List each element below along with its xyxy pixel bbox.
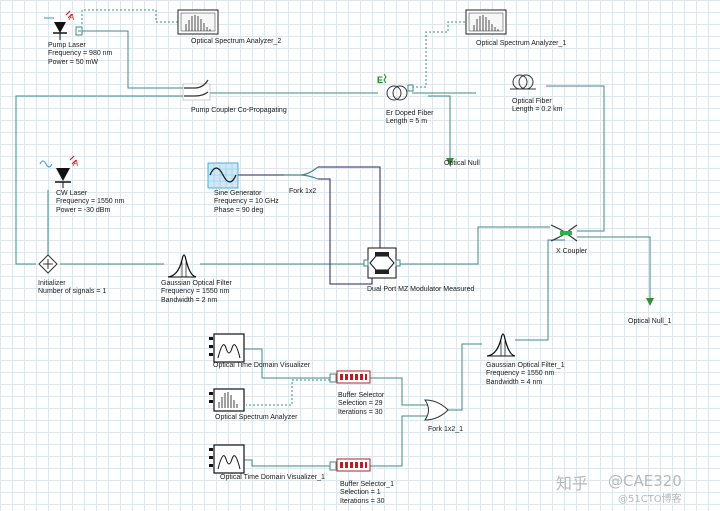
wire-buffer-to-otdv [244, 348, 330, 379]
pump-coupler-label[interactable]: Pump Coupler Co-Propagating [191, 107, 287, 114]
mz-modulator-icon [363, 247, 401, 279]
buffer-selector-1-label[interactable]: Buffer Selector_1 Selection = 1 Iteratio… [340, 481, 394, 505]
optical-null-label[interactable]: Optical Null [444, 160, 480, 167]
initializer-label[interactable]: Initializer Number of signals = 1 [38, 280, 107, 296]
osa1-icon [465, 9, 507, 35]
wire-fork-to-mz-a [318, 166, 381, 248]
osa-icon [209, 388, 245, 412]
wire-xcoupler-to-null1 [577, 236, 651, 298]
er-fiber-icon: E [377, 73, 414, 101]
otdv-icon [209, 333, 245, 363]
watermark-brand: 知乎 [556, 474, 589, 493]
buffer-selector-1-icon [329, 458, 371, 472]
monitor-buffer-to-osa [246, 379, 330, 406]
monitor-pump-to-osa2 [81, 9, 178, 24]
watermark-blog: @51CTO博客 [618, 494, 682, 505]
initializer-icon [38, 254, 58, 274]
otdv-label[interactable]: Optical Time Domain Visualizer [213, 362, 311, 369]
optical-fiber-label[interactable]: Optical Fiber Length = 0.2 km [512, 98, 563, 114]
fork-1x2-label[interactable]: Fork 1x2 [289, 188, 317, 195]
gaussian-filter-1-icon [486, 333, 516, 357]
pump-laser-icon: A [44, 10, 83, 40]
pump-laser-label[interactable]: Pump Laser Frequency = 980 nm Power = 50… [48, 42, 113, 66]
osa2-icon [177, 9, 219, 35]
wire-optfiber-to-xcoupler [546, 85, 605, 232]
x-coupler-icon [550, 224, 578, 242]
optical-null-1-icon [646, 298, 654, 306]
gaussian-filter-icon [167, 254, 197, 278]
monitor-erfiber-to-osa1 [412, 21, 466, 88]
gaussian-filter-label[interactable]: Gaussian Optical Filter Frequency = 1550… [161, 280, 232, 304]
osa-label[interactable]: Optical Spectrum Analyzer [215, 414, 298, 421]
cw-laser-label[interactable]: CW Laser Frequency = 1550 nm Power = -30… [56, 190, 125, 214]
fork-1x2-icon [284, 166, 319, 180]
watermark-handle: @CAE320 [608, 472, 682, 490]
mz-modulator-label[interactable]: Dual Port MZ Modulator Measured [367, 286, 475, 293]
x-coupler-label[interactable]: X Coupler [556, 248, 588, 255]
cw-laser-icon: A [39, 155, 78, 188]
wire-fork1-to-buffer1 [370, 415, 428, 467]
sine-generator-icon [207, 162, 239, 189]
osa2-label[interactable]: Optical Spectrum Analyzer_2 [191, 38, 282, 45]
optical-null-1-label[interactable]: Optical Null_1 [628, 318, 672, 325]
optical-null-icon [446, 158, 454, 166]
wire-fork-to-mz-b [318, 178, 373, 285]
wire-buffer1-to-otdv1 [244, 459, 330, 467]
optical-fiber-icon [510, 74, 536, 90]
wire-xcoupler-to-gauss1 [515, 239, 565, 341]
gaussian-filter-1-label[interactable]: Gaussian Optical Filter_1 Frequency = 15… [486, 362, 565, 386]
svg-text:E: E [377, 75, 383, 85]
er-fiber-label[interactable]: Er Doped Fiber Length = 5 m [386, 110, 434, 126]
otdv-1-label[interactable]: Optical Time Domain Visualizer_1 [220, 474, 325, 481]
pump-coupler-icon [182, 79, 211, 101]
wire-erfiber-to-null [428, 95, 451, 158]
otdv-1-icon [209, 444, 245, 474]
fork-1x2-1-label[interactable]: Fork 1x2_1 [428, 426, 464, 433]
wire-fork1-to-buffer [370, 377, 428, 406]
osa1-label[interactable]: Optical Spectrum Analyzer_1 [476, 40, 567, 47]
svg-text:A: A [72, 159, 78, 168]
svg-text:A: A [68, 13, 74, 22]
wire-mz-to-xcoupler [398, 226, 550, 265]
fork-1x2-1-icon [424, 399, 449, 421]
buffer-selector-icon [329, 370, 371, 384]
wire-pump-to-coupler [82, 30, 183, 89]
wire-gauss1-to-fork1 [448, 343, 482, 411]
sine-generator-label[interactable]: Sine Generator Frequency = 10 GHz Phase … [214, 190, 279, 214]
wire-coupler-in-loop [15, 95, 183, 265]
buffer-selector-label[interactable]: Buffer Selector Selection = 29 Iteration… [338, 392, 385, 416]
